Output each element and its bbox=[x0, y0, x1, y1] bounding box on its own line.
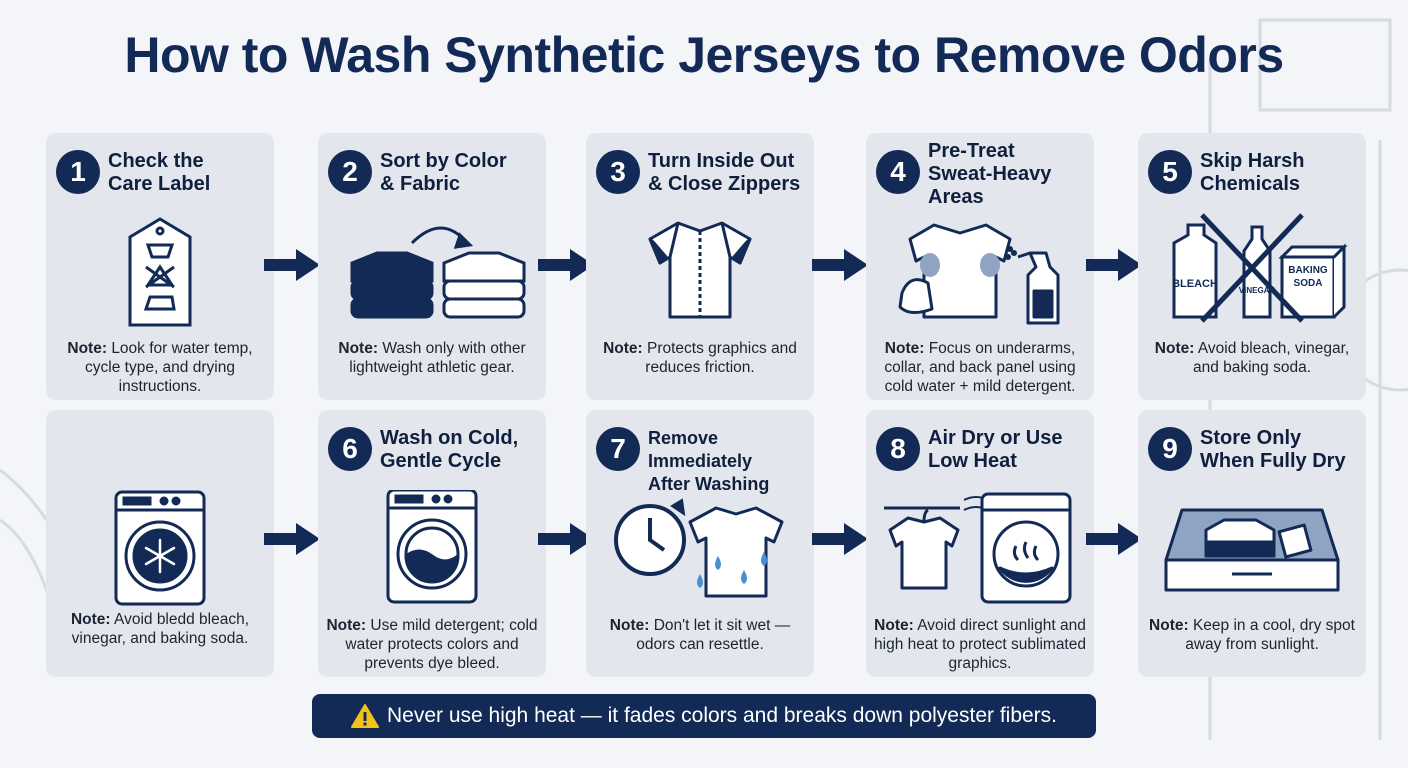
warning-text: Never use high heat — it fades colors an… bbox=[386, 704, 1058, 727]
no-chemicals-icon: BLEACH VINEGAR BAKING SODA bbox=[1172, 213, 1348, 323]
step-card-3: 3 Turn Inside Out & Close Zippers Note: … bbox=[586, 133, 814, 400]
step-number-badge: 9 bbox=[1148, 427, 1192, 471]
arrow-right-icon bbox=[264, 523, 320, 555]
step-note: Note: Focus on underarms, collar, and ba… bbox=[884, 340, 1076, 395]
step-card-2: 2 Sort by Color & Fabric Note: Wash only… bbox=[318, 133, 546, 400]
arrow-right-icon bbox=[812, 249, 868, 281]
step-title: Sort by Color & Fabric bbox=[380, 150, 507, 195]
step-number-badge: 8 bbox=[876, 427, 920, 471]
step-card-6: 6 Wash on Cold, Gentle Cycle Note: Use m… bbox=[318, 410, 546, 677]
bleach-label: BLEACH bbox=[1172, 278, 1218, 290]
step-card-5: 5 Skip Harsh Chemicals BLEACH VINEGAR BA… bbox=[1138, 133, 1366, 400]
step-card-7: 7 Remove Immediately After Washing Note:… bbox=[586, 410, 814, 677]
step-title: Remove Immediately After Washing bbox=[648, 428, 770, 494]
sorted-jerseys-icon bbox=[350, 226, 526, 319]
step-title: Wash on Cold, Gentle Cycle bbox=[380, 427, 519, 472]
step-note: Note: Protects graphics and reduces fric… bbox=[603, 340, 797, 376]
arrow-right-icon bbox=[1086, 523, 1142, 555]
page-title: How to Wash Synthetic Jerseys to Remove … bbox=[124, 27, 1284, 83]
air-dry-icon bbox=[884, 492, 1072, 604]
arrow-right-icon bbox=[264, 249, 320, 281]
step-title: Air Dry or Use Low Heat bbox=[928, 427, 1063, 472]
step-number-badge: 2 bbox=[328, 150, 372, 194]
step-card-8: 8 Air Dry or Use Low Heat Note: Avoid di… bbox=[866, 410, 1094, 677]
step-note: Note: Avoid direct sunlight and high hea… bbox=[874, 617, 1086, 672]
step-note: Note: Avoid bleach, vinegar, and baking … bbox=[1154, 340, 1350, 376]
cold-washer-icon bbox=[114, 490, 206, 606]
zipped-jersey-icon bbox=[648, 221, 752, 319]
step-card-1: 1 Check the Care Label Note: Look for wa… bbox=[46, 133, 274, 400]
step-note: Note: Keep in a cool, dry spot away from… bbox=[1149, 617, 1355, 653]
step-card-9: 9 Store Only When Fully Dry Note: Keep i… bbox=[1138, 410, 1366, 677]
step-card-extra: Note: Avoid bledd bleach, vinegar, and b… bbox=[46, 410, 274, 677]
step-title: Skip Harsh Chemicals bbox=[1200, 150, 1305, 195]
step-note: Note: Look for water temp, cycle type, a… bbox=[67, 340, 253, 395]
step-note: Note: Wash only with other lightweight a… bbox=[338, 340, 526, 376]
step-number-badge: 4 bbox=[876, 150, 920, 194]
step-title: Check the Care Label bbox=[108, 150, 211, 195]
vinegar-label: VINEGAR bbox=[1239, 286, 1276, 295]
step-note: Note: Use mild detergent; cold water pro… bbox=[326, 617, 538, 672]
step-note: Note: Don't let it sit wet — odors can r… bbox=[609, 617, 791, 653]
arrow-right-icon bbox=[538, 523, 594, 555]
step-title: Pre-Treat Sweat-Heavy Areas bbox=[928, 140, 1052, 208]
step-number-badge: 3 bbox=[596, 150, 640, 194]
washing-machine-icon bbox=[386, 490, 478, 604]
storage-drawer-icon bbox=[1164, 508, 1340, 592]
warning-banner: Never use high heat — it fades colors an… bbox=[312, 694, 1096, 738]
step-title: Turn Inside Out & Close Zippers bbox=[648, 150, 801, 195]
care-label-tag-icon bbox=[128, 217, 192, 327]
step-number-badge: 6 bbox=[328, 427, 372, 471]
step-number-badge: 1 bbox=[56, 150, 100, 194]
timer-wet-jersey-icon bbox=[614, 498, 784, 598]
soda-label: SODA bbox=[1294, 278, 1323, 289]
step-title: Store Only When Fully Dry bbox=[1200, 427, 1346, 472]
arrow-right-icon bbox=[1086, 249, 1142, 281]
arrow-right-icon bbox=[812, 523, 868, 555]
arrow-right-icon bbox=[538, 249, 594, 281]
step-card-4: 4 Pre-Treat Sweat-Heavy Areas Note: Focu… bbox=[866, 133, 1094, 400]
baking-label: BAKING bbox=[1288, 265, 1328, 276]
step-number-badge: 5 bbox=[1148, 150, 1192, 194]
spray-pretreat-icon bbox=[898, 223, 1060, 325]
step-note: Note: Avoid bledd bleach, vinegar, and b… bbox=[70, 611, 250, 647]
step-number-badge: 7 bbox=[596, 427, 640, 471]
warning-icon bbox=[350, 704, 379, 728]
